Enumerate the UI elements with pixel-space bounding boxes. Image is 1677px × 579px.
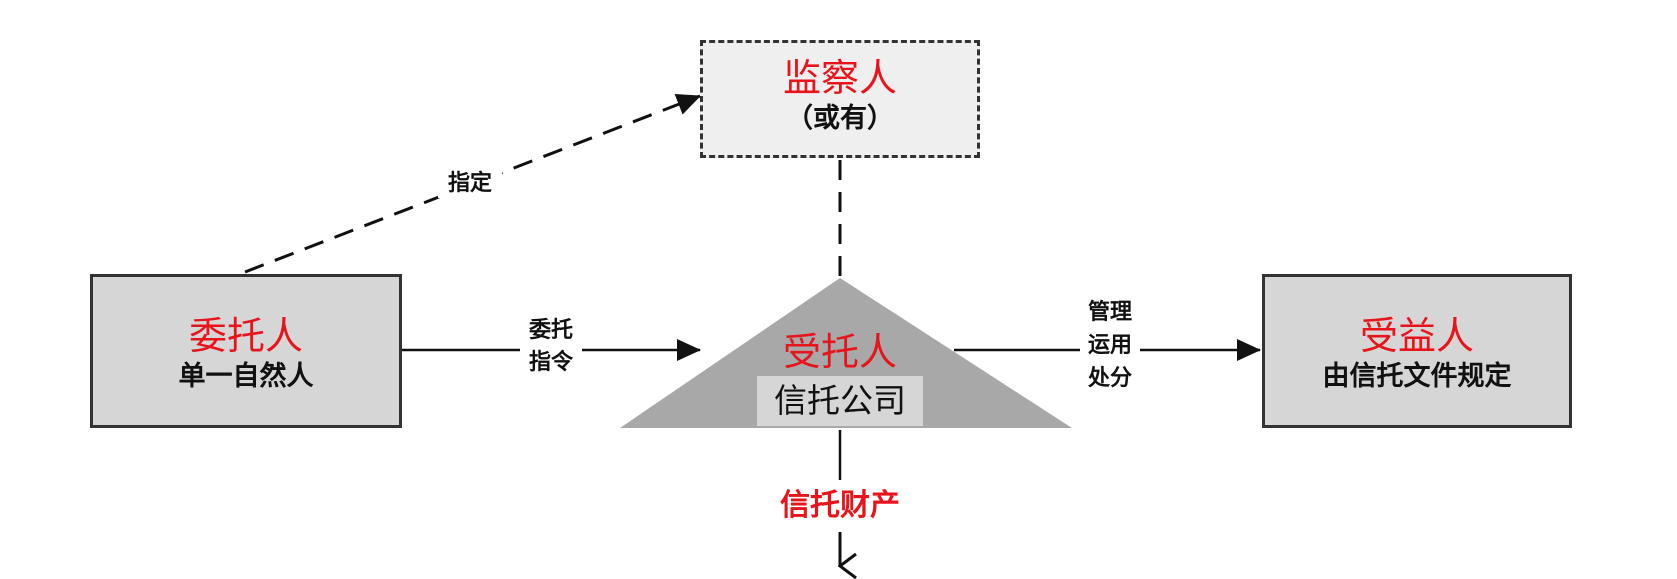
supervisor-sub: （或有） <box>786 103 894 134</box>
manage-label-line1: 管理 <box>1087 299 1132 325</box>
beneficiary-sub: 由信托文件规定 <box>1322 361 1512 392</box>
settlor-box: 委托人 单一自然人 <box>90 274 402 428</box>
trust-asset-label: 信托财产 <box>780 488 900 523</box>
entrust-label: 委托 指令 <box>520 314 582 378</box>
trustee-triangle <box>620 278 1072 428</box>
entrust-label-line2: 指令 <box>528 349 573 375</box>
trustee-sub: 信托公司 <box>757 376 923 426</box>
beneficiary-box: 受益人 由信托文件规定 <box>1262 274 1572 428</box>
settlor-title: 委托人 <box>188 314 303 358</box>
manage-label-line3: 处分 <box>1087 365 1132 391</box>
entrust-label-line1: 委托 <box>528 317 573 343</box>
designate-label: 指定 <box>438 168 502 198</box>
trustee-title: 受托人 <box>782 330 897 374</box>
supervisor-title: 监察人 <box>782 56 897 100</box>
manage-label-line2: 运用 <box>1087 332 1132 358</box>
beneficiary-title: 受益人 <box>1359 314 1474 358</box>
settlor-sub: 单一自然人 <box>178 361 314 392</box>
manage-label: 管理 运用 处分 <box>1080 296 1140 395</box>
supervisor-box: 监察人 （或有） <box>700 40 980 158</box>
